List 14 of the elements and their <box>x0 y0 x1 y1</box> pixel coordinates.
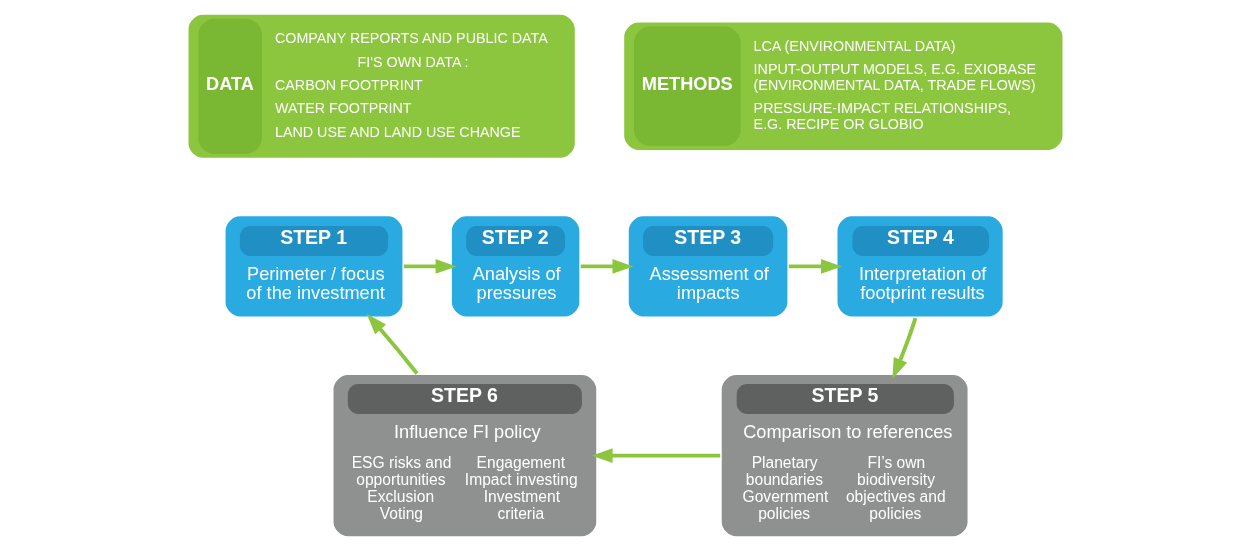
arrow <box>788 259 842 274</box>
node-box: STEP 3 Assessment of impacts <box>625 213 790 320</box>
node-box: STEP 2 Analysis of pressures <box>448 213 582 320</box>
arrow <box>591 448 720 463</box>
node-box: DATA COMPANY REPORTS AND PUBLIC DATA FI'S OWN DATA : CARBON FOOTPRINT WATER FOOTPRINT LAND USE AND LAND USE CHANGE <box>185 12 577 161</box>
node-box: STEP 6 Influence FI policy ESG risks and opportunities Exclusion Voting Engagement Impact investing Investment criteria <box>330 372 599 539</box>
arrow <box>891 317 917 379</box>
arrow <box>403 259 456 274</box>
arrow <box>580 259 633 274</box>
arrow <box>366 313 419 375</box>
node-box: STEP 1 Perimeter / focus of the investment <box>222 213 405 320</box>
node-box: STEP 5 Comparison to references Planetary boundaries Government policies FI’s own biodiversity objectives and policies <box>718 372 970 539</box>
node-box: METHODS LCA (ENVIRONMENTAL DATA) INPUT-OUTPUT MODELS, E.G. EXIOBASE (ENVIRONMENTAL DATA, TRADE FLOWS) PRESSURE-IMPACT RELATIONSHIPS, E.G. RECIPE OR GLOBIO <box>621 19 1065 153</box>
node-box: STEP 4 Interpretation of footprint results <box>834 213 1005 320</box>
